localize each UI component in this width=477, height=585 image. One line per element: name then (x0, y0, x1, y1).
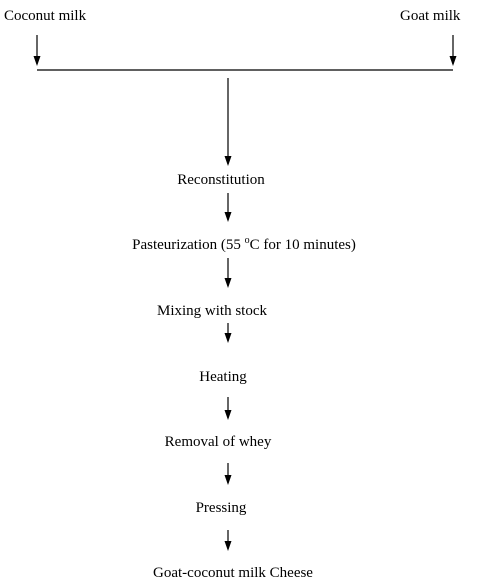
step-pasteurization: Pasteurization (55 oC for 10 minutes) (132, 236, 356, 254)
step-label: Mixing with stock (156, 303, 268, 319)
step-label-start: Pasteurization (55 (132, 237, 245, 253)
step-label: Removal of whey (164, 434, 272, 450)
arrow-head-pressing (224, 475, 232, 485)
step-label: Pressing (195, 500, 247, 516)
step-label: Heating (199, 369, 247, 385)
step-final-product: Goat-coconut milk Cheese (153, 564, 313, 582)
degree-symbol: o (244, 235, 250, 246)
step-reconstitution: Reconstitution (177, 171, 265, 189)
input-coconut-milk: Coconut milk (4, 8, 87, 24)
arrow-head-goat-milk (449, 56, 457, 66)
input-goat-milk: Goat milk (400, 8, 461, 24)
step-label: Reconstitution (177, 172, 265, 188)
step-mixing-with-stock: Mixing with stock (157, 302, 267, 320)
arrow-head-final-product (224, 541, 232, 551)
arrow-head-mixing (224, 278, 232, 288)
step-pressing: Pressing (196, 499, 247, 517)
step-label-end: C for 10 minutes) (249, 237, 356, 253)
arrow-head-pasteurization (224, 212, 232, 222)
step-label: Goat-coconut milk Cheese (153, 565, 313, 581)
step-heating: Heating (199, 368, 246, 386)
arrow-head-heating (224, 333, 232, 343)
arrow-head-removal-of-whey (224, 410, 232, 420)
step-removal-of-whey: Removal of whey (165, 433, 272, 451)
arrow-head-reconstitution (224, 156, 232, 166)
arrow-head-coconut-milk (33, 56, 41, 66)
